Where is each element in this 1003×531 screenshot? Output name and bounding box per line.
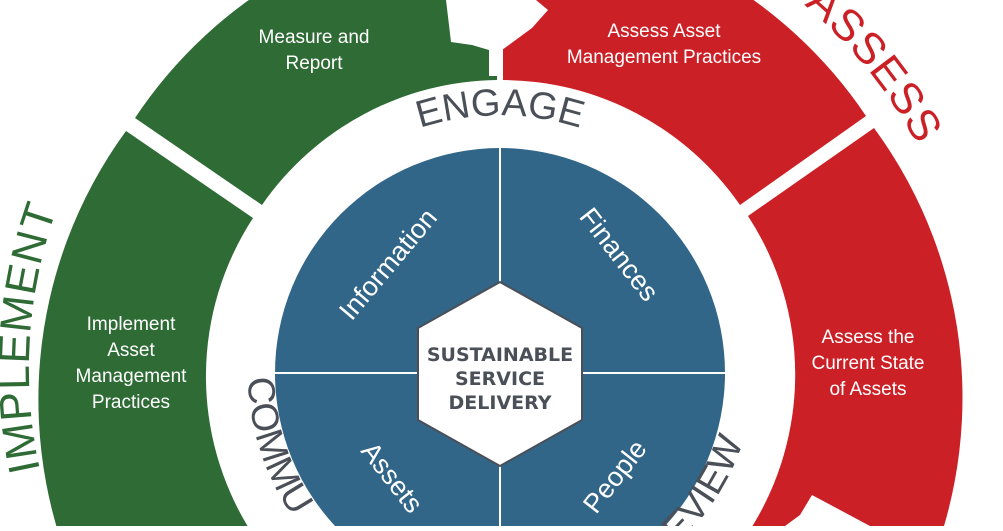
center-line-3: DELIVERY	[449, 392, 552, 414]
segment-label-measure-and-report: Measure and Report	[259, 27, 370, 74]
svg-text:Current State: Current State	[812, 353, 925, 374]
svg-text:Asset: Asset	[107, 340, 155, 361]
segment-assess-practices[interactable]	[503, 0, 866, 205]
svg-text:Measure and: Measure and	[259, 27, 370, 48]
cycle-arrow-bottom	[785, 495, 870, 526]
svg-text:Assess the: Assess the	[822, 327, 915, 348]
segment-implement-practices[interactable]	[38, 131, 253, 531]
svg-text:Management: Management	[76, 366, 188, 387]
assess-phase	[503, 0, 963, 531]
ring-label-engage: ENGAGE	[411, 82, 589, 136]
implement-phase	[38, 0, 497, 531]
segment-label-assess-practices: Assess Asset Management Practices	[567, 21, 761, 68]
svg-text:Implement: Implement	[87, 314, 176, 335]
segment-label-assess-current-state: Assess the Current State of Assets	[812, 327, 925, 400]
svg-text:Management Practices: Management Practices	[567, 47, 761, 68]
segment-label-implement-practices: Implement Asset Management Practices	[76, 314, 188, 413]
svg-text:Report: Report	[285, 53, 343, 74]
center-hexagon: SUSTAINABLE SERVICE DELIVERY	[417, 280, 583, 468]
segment-assess-current-state[interactable]	[748, 128, 963, 531]
svg-text:Assess Asset: Assess Asset	[608, 21, 722, 42]
svg-text:of Assets: of Assets	[829, 379, 906, 400]
cycle-arrow-top	[446, 0, 548, 76]
center-line-1: SUSTAINABLE	[427, 344, 573, 366]
segment-measure-and-report[interactable]	[135, 0, 497, 205]
svg-text:Practices: Practices	[92, 392, 170, 413]
center-line-2: SERVICE	[455, 368, 545, 390]
